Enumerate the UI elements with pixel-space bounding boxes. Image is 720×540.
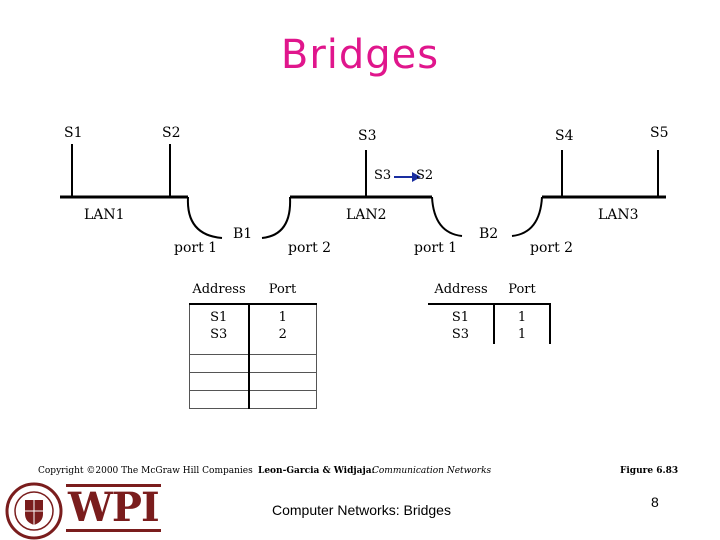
course-title: Computer Networks: Bridges — [272, 502, 451, 518]
b1-address-cell: S1 S3 — [189, 304, 250, 354]
b2-forwarding-table: Address Port S1 S3 1 1 — [428, 277, 551, 344]
b2-port-cell: 1 1 — [494, 304, 551, 344]
bridge-b1-label: B1 — [233, 226, 253, 242]
b2-port1-link — [431, 196, 463, 237]
b2-port2-link — [511, 196, 543, 237]
wpi-seal-icon — [5, 482, 63, 540]
station-s3-label: S3 — [358, 128, 377, 144]
station-s5-label: S5 — [650, 125, 669, 141]
b1-header-address: Address — [189, 277, 249, 305]
wpi-logo-text: WPI — [66, 484, 161, 532]
b1-forwarding-table: Address Port S1 S3 1 2 — [189, 277, 317, 409]
figure-number: Figure 6.83 — [620, 466, 679, 476]
book-title-text: Communication Networks — [372, 466, 492, 476]
frame-arrowhead — [412, 172, 421, 182]
lan3-label: LAN3 — [598, 207, 639, 223]
b1-header-port: Port — [248, 277, 317, 305]
b1-port2-link — [261, 196, 292, 239]
lan1-label: LAN1 — [84, 207, 125, 223]
copyright-text: Copyright ©2000 The McGraw Hill Companie… — [38, 466, 253, 476]
b2-port2-label: port 2 — [530, 240, 574, 256]
table-row — [189, 371, 317, 391]
frame-source-label: S3 — [374, 168, 392, 183]
b2-header-port: Port — [494, 277, 550, 305]
b2-port1-label: port 1 — [414, 240, 458, 256]
b1-port-cell: 1 2 — [248, 304, 317, 354]
b1-port2-label: port 2 — [288, 240, 332, 256]
bridge-b2-label: B2 — [479, 226, 499, 242]
frame-destination-label: S2 — [416, 168, 434, 183]
station-s4-label: S4 — [555, 128, 574, 144]
lan2-label: LAN2 — [346, 207, 387, 223]
station-s1-label: S1 — [64, 125, 83, 141]
table-row — [189, 389, 317, 409]
b2-header-address: Address — [428, 277, 494, 305]
b1-port1-label: port 1 — [174, 240, 218, 256]
station-s2-label: S2 — [162, 125, 181, 141]
slide-title: Bridges — [280, 32, 440, 78]
b1-port1-link — [186, 196, 223, 239]
b2-address-cell: S1 S3 — [428, 304, 495, 344]
table-row — [189, 353, 317, 373]
authors-text: Leon-Garcia & Widjaja: — [258, 466, 375, 476]
page-number: 8 — [651, 494, 659, 510]
